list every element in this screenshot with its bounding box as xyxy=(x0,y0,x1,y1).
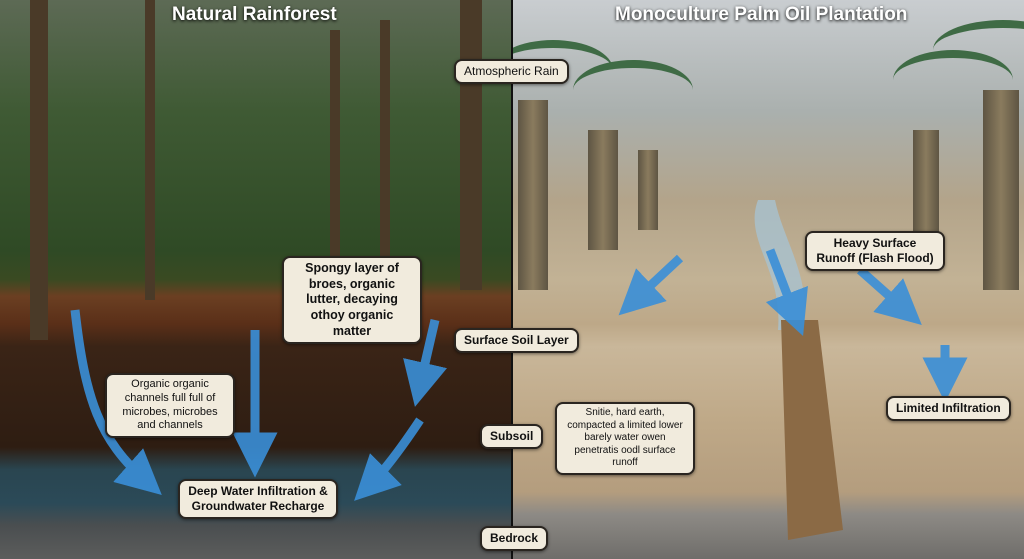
panel-divider xyxy=(511,0,513,559)
tree-trunk xyxy=(30,0,48,340)
title-rainforest: Natural Rainforest xyxy=(172,4,337,25)
label-bedrock: Bedrock xyxy=(480,526,549,551)
tree-trunk xyxy=(330,30,340,290)
label-organic-channels: Organic organic channels full full of mi… xyxy=(105,373,235,438)
tree-trunk xyxy=(380,20,390,280)
label-heavy-runoff: Heavy Surface Runoff (Flash Flood) xyxy=(805,231,945,271)
palm-frond xyxy=(513,40,613,100)
tree-trunk xyxy=(145,0,155,300)
palm-trunk xyxy=(638,150,658,230)
label-deep-infiltration: Deep Water Infiltration & Groundwater Re… xyxy=(178,479,338,519)
palm-frond xyxy=(573,60,693,120)
title-plantation: Monoculture Palm Oil Plantation xyxy=(615,4,908,25)
label-hard-earth: Snitie, hard earth, compacted a limited … xyxy=(555,402,695,475)
palm-trunk xyxy=(588,130,618,250)
label-subsoil: Subsoil xyxy=(480,424,544,449)
palm-trunk xyxy=(913,130,939,240)
label-surface-soil: Surface Soil Layer xyxy=(454,328,579,353)
palm-trunk xyxy=(518,100,548,290)
palm-trunk xyxy=(983,90,1019,290)
label-limited-infiltration: Limited Infiltration xyxy=(886,396,1011,421)
label-spongy-layer: Spongy layer of broes, organic lutter, d… xyxy=(282,256,422,345)
palm-frond xyxy=(933,20,1024,80)
label-atmospheric-rain: Atmospheric Rain xyxy=(454,59,569,84)
plantation-panel xyxy=(513,0,1024,559)
